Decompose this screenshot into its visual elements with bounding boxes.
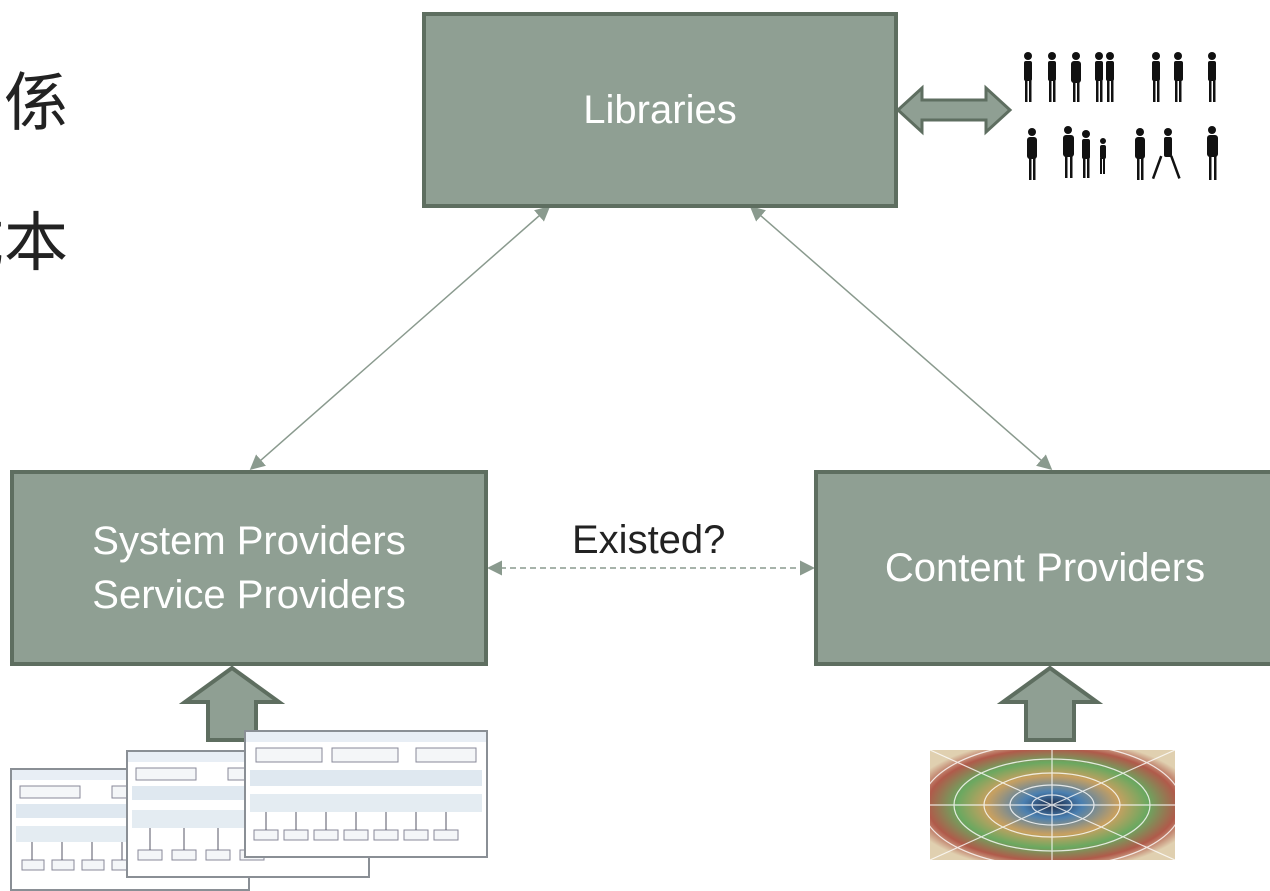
system-providers-box: System Providers Service Providers: [10, 470, 488, 666]
up-arrow-icon: [996, 665, 1104, 742]
diagram-thumbnail: [244, 730, 488, 858]
people-silhouettes-image: [1024, 52, 1218, 180]
content-providers-box: Content Providers: [814, 470, 1270, 666]
libraries-system-link: [249, 206, 551, 470]
left-text-line1: 關係: [0, 67, 68, 141]
content-providers-label: Content Providers: [884, 546, 1206, 590]
libraries-content-link: [749, 206, 1053, 470]
system-providers-label: System Providers: [92, 519, 406, 563]
image-tunnel-photo: [921, 742, 1183, 868]
double-arrow-icon: [895, 84, 1013, 136]
libraries-box: Libraries: [422, 12, 898, 208]
left-text-line2: 成本: [0, 207, 68, 281]
service-providers-label: Service Providers: [92, 573, 406, 617]
libraries-label: Libraries: [583, 88, 737, 132]
up-arrow-icon: [178, 665, 286, 742]
existed-label: Existed?: [572, 518, 726, 562]
